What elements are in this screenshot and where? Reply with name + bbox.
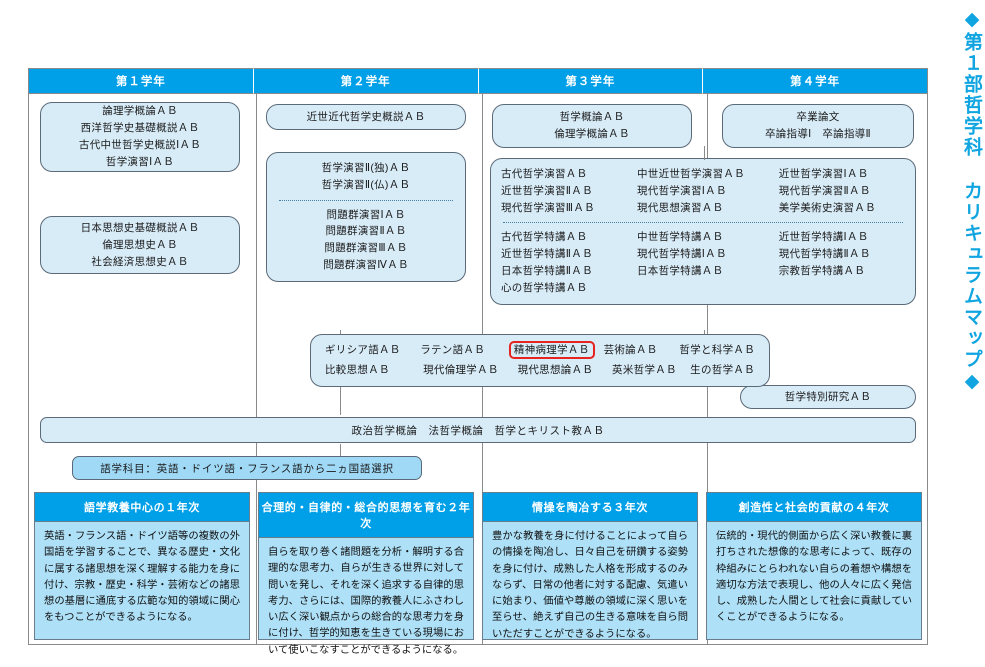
course-item: 卒業論文 bbox=[796, 111, 840, 123]
highlight-marker: 精神病理学ＡＢ bbox=[508, 341, 595, 359]
course-item: 論理学概論ＡＢ bbox=[102, 105, 178, 117]
course-item: 現代哲学特講ⅠＡＢ bbox=[636, 248, 727, 261]
course-item: 日本哲学特講ＡＢ bbox=[636, 264, 724, 277]
outcome-body: 伝統的・現代的側面から広く深い教養に裏打ちされた想像的な思考によって、既存の枠組… bbox=[716, 531, 912, 624]
course-item: 近世哲学演習ⅡＡＢ bbox=[501, 184, 593, 197]
course-item: 倫理思想史ＡＢ bbox=[102, 238, 178, 251]
year3-seminars-and-specials-box[interactable]: 古代哲学演習ＡＢ 中世近世哲学演習ＡＢ 近世哲学演習ⅠＡＢ 近世哲学演習ⅡＡＢ … bbox=[490, 158, 916, 305]
year4-special-research-box[interactable]: 哲学特別研究ＡＢ bbox=[740, 385, 916, 409]
course-item: 古代中世哲学史概説ⅠＡＢ bbox=[78, 139, 202, 151]
year-header-4: 第４学年 bbox=[703, 68, 928, 94]
electives-box[interactable]: ギリシア語ＡＢ ラテン語ＡＢ 精神病理学ＡＢ 芸術論ＡＢ 哲学と科学ＡＢ 比較思… bbox=[310, 334, 770, 387]
course-item: 哲学演習Ⅱ(独)ＡＢ bbox=[321, 162, 411, 174]
course-item-highlighted[interactable]: 精神病理学ＡＢ bbox=[508, 341, 604, 359]
outcome-title: 語学教養中心の１年次 bbox=[35, 493, 249, 522]
course-item: 哲学概論ＡＢ bbox=[559, 111, 625, 123]
connector-line bbox=[340, 375, 341, 415]
course-row: 近世哲学演習ⅡＡＢ 現代哲学演習ⅠＡＢ 現代哲学演習ⅡＡＢ bbox=[501, 183, 905, 200]
year4-thesis-box[interactable]: 卒業論文 卒論指導Ⅰ 卒論指導Ⅱ bbox=[722, 104, 914, 148]
course-item: 比較思想ＡＢ bbox=[325, 363, 390, 376]
course-item: 古代哲学特講ＡＢ bbox=[501, 231, 588, 244]
outcome-panel-year2[interactable]: 合理的・自律的・総合的思想を育む２年次 自らを取り巻く諸問題を分析・解明する合理… bbox=[258, 492, 474, 656]
vertical-page-title: ◆第１部哲学科 カリキュラムマップ◆ bbox=[961, 8, 982, 394]
course-item: 現代哲学演習ⅠＡＢ bbox=[636, 184, 727, 197]
course-item: 現代哲学演習ⅡＡＢ bbox=[778, 184, 871, 197]
column-separator-1 bbox=[256, 69, 257, 644]
course-item: 現代倫理学ＡＢ bbox=[423, 363, 499, 376]
connector-line bbox=[340, 444, 341, 458]
course-item: 卒論指導Ⅰ 卒論指導Ⅱ bbox=[764, 128, 872, 140]
learning-outcomes-row: 語学教養中心の１年次 英語・フランス語・ドイツ語等の複数の外国語を学習することで… bbox=[34, 492, 922, 656]
course-item: 問題群演習ⅢＡＢ bbox=[324, 242, 408, 255]
course-item: 現代哲学演習ⅢＡＢ bbox=[501, 201, 595, 214]
year-header-row: 第１学年 第２学年 第３学年 第４学年 bbox=[28, 68, 928, 94]
year3-intro-box[interactable]: 哲学概論ＡＢ 倫理学概論ＡＢ bbox=[492, 104, 692, 148]
course-item: 哲学特別研究ＡＢ bbox=[784, 390, 872, 403]
course-item: 中世哲学特講ＡＢ bbox=[636, 231, 724, 244]
year1-core-box[interactable]: 論理学概論ＡＢ 西洋哲学史基礎概説ＡＢ 古代中世哲学史概説ⅠＡＢ 哲学演習ⅠＡＢ bbox=[40, 102, 240, 172]
outcome-body: 豊かな教養を身に付けることによって自らの情操を陶冶し、日々自己を研鑽する姿勢を身… bbox=[492, 531, 688, 640]
course-item: 中世近世哲学演習ＡＢ bbox=[636, 168, 745, 180]
year1-thought-history-box[interactable]: 日本思想史基礎概説ＡＢ 倫理思想史ＡＢ 社会経済思想史ＡＢ bbox=[40, 216, 240, 274]
course-row: 日本哲学特講ⅡＡＢ 日本哲学特講ＡＢ 宗教哲学特講ＡＢ bbox=[501, 263, 905, 280]
year3-special-lecture-group: 古代哲学特講ＡＢ 中世哲学特講ＡＢ 近世哲学特講ⅠＡＢ 近世哲学特講ⅡＡＢ 現代… bbox=[501, 229, 905, 296]
language-requirement-bar[interactable]: 語学科目：英語・ドイツ語・フランス語から二ヵ国語選択 bbox=[72, 456, 422, 480]
course-item: 古代哲学演習ＡＢ bbox=[501, 168, 588, 180]
course-item: 倫理学概論ＡＢ bbox=[554, 128, 630, 140]
course-item: 芸術論ＡＢ bbox=[603, 344, 658, 356]
course-item: 問題群演習ⅣＡＢ bbox=[323, 258, 409, 271]
course-item: 哲学演習ⅠＡＢ bbox=[105, 156, 175, 168]
course-item: 哲学と科学ＡＢ bbox=[679, 344, 755, 356]
outcome-title: 合理的・自律的・総合的思想を育む２年次 bbox=[259, 493, 473, 538]
course-row: 比較思想ＡＢ 現代倫理学ＡＢ 現代思想論ＡＢ 英米哲学ＡＢ 生の哲学ＡＢ bbox=[325, 362, 755, 379]
course-item: ラテン語ＡＢ bbox=[420, 344, 486, 356]
outcome-title: 創造性と社会的貢献の４年次 bbox=[707, 493, 921, 522]
course-item: 問題群演習ⅠＡＢ bbox=[326, 208, 406, 221]
course-item: 現代思想論ＡＢ bbox=[517, 363, 594, 376]
course-row: 近世哲学特講ⅡＡＢ 現代哲学特講ⅠＡＢ 現代哲学特講ⅡＡＢ bbox=[501, 246, 905, 263]
course-item: 日本思想史基礎概説ＡＢ bbox=[80, 221, 200, 234]
course-item: 近世近代哲学史概説ＡＢ bbox=[306, 110, 426, 123]
course-row: ギリシア語ＡＢ ラテン語ＡＢ 精神病理学ＡＢ 芸術論ＡＢ 哲学と科学ＡＢ bbox=[325, 341, 755, 359]
course-item: 美学美術史演習ＡＢ bbox=[778, 201, 876, 214]
outcome-title: 情操を陶冶する３年次 bbox=[483, 493, 697, 522]
year3-seminar-group: 古代哲学演習ＡＢ 中世近世哲学演習ＡＢ 近世哲学演習ⅠＡＢ 近世哲学演習ⅡＡＢ … bbox=[501, 166, 905, 216]
course-item: ギリシア語ＡＢ bbox=[325, 344, 401, 356]
course-item: 近世哲学特講ⅠＡＢ bbox=[778, 231, 869, 244]
course-item: 哲学演習Ⅱ(仏)ＡＢ bbox=[321, 178, 411, 191]
course-item: 問題群演習ⅡＡＢ bbox=[325, 225, 407, 238]
course-row: 古代哲学演習ＡＢ 中世近世哲学演習ＡＢ 近世哲学演習ⅠＡＢ bbox=[501, 166, 905, 183]
dotted-divider bbox=[279, 199, 453, 201]
course-row: 心の哲学特講ＡＢ bbox=[501, 280, 905, 297]
year2-history-survey-box[interactable]: 近世近代哲学史概説ＡＢ bbox=[266, 104, 466, 130]
course-item: 宗教哲学特講ＡＢ bbox=[778, 264, 866, 277]
course-item: 英米哲学ＡＢ bbox=[612, 363, 677, 376]
dotted-divider bbox=[503, 222, 903, 224]
year2-seminar-box[interactable]: 哲学演習Ⅱ(独)ＡＢ 哲学演習Ⅱ(仏)ＡＢ 問題群演習ⅠＡＢ 問題群演習ⅡＡＢ … bbox=[266, 152, 466, 282]
outcome-body: 自らを取り巻く諸問題を分析・解明する合理的な思考力、自らが生きる世界に対して問い… bbox=[268, 547, 464, 656]
outcome-panel-year1[interactable]: 語学教養中心の１年次 英語・フランス語・ドイツ語等の複数の外国語を学習することで… bbox=[34, 492, 250, 640]
course-item: 近世哲学特講ⅡＡＢ bbox=[501, 248, 593, 261]
course-item: 近世哲学演習ⅠＡＢ bbox=[778, 168, 869, 180]
outcome-panel-year3[interactable]: 情操を陶冶する３年次 豊かな教養を身に付けることによって自らの情操を陶冶し、日々… bbox=[482, 492, 698, 640]
course-row: 現代哲学演習ⅢＡＢ 現代思想演習ＡＢ 美学美術史演習ＡＢ bbox=[501, 200, 905, 217]
connector-line bbox=[704, 146, 705, 160]
year-header-3: 第３学年 bbox=[478, 68, 704, 94]
course-item: 生の哲学ＡＢ bbox=[690, 363, 755, 376]
course-row: 古代哲学特講ＡＢ 中世哲学特講ＡＢ 近世哲学特講ⅠＡＢ bbox=[501, 229, 905, 246]
course-item: 社会経済思想史ＡＢ bbox=[91, 255, 189, 268]
outcome-body: 英語・フランス語・ドイツ語等の複数の外国語を学習することで、異なる歴史・文化に属… bbox=[44, 531, 240, 624]
year-header-1: 第１学年 bbox=[28, 68, 254, 94]
course-item: 現代思想演習ＡＢ bbox=[636, 201, 724, 214]
course-item: 心の哲学特講ＡＢ bbox=[501, 281, 588, 294]
outcome-panel-year4[interactable]: 創造性と社会的貢献の４年次 伝統的・現代的側面から広く深い教養に裏打ちされた想像… bbox=[706, 492, 922, 640]
course-item: 現代哲学特講ⅡＡＢ bbox=[778, 248, 871, 261]
common-courses-bar[interactable]: 政治哲学概論 法哲学概論 哲学とキリスト教ＡＢ bbox=[40, 417, 916, 443]
year-header-2: 第２学年 bbox=[253, 68, 479, 94]
course-item: 日本哲学特講ⅡＡＢ bbox=[501, 264, 593, 277]
course-item: 西洋哲学史基礎概説ＡＢ bbox=[80, 122, 200, 134]
